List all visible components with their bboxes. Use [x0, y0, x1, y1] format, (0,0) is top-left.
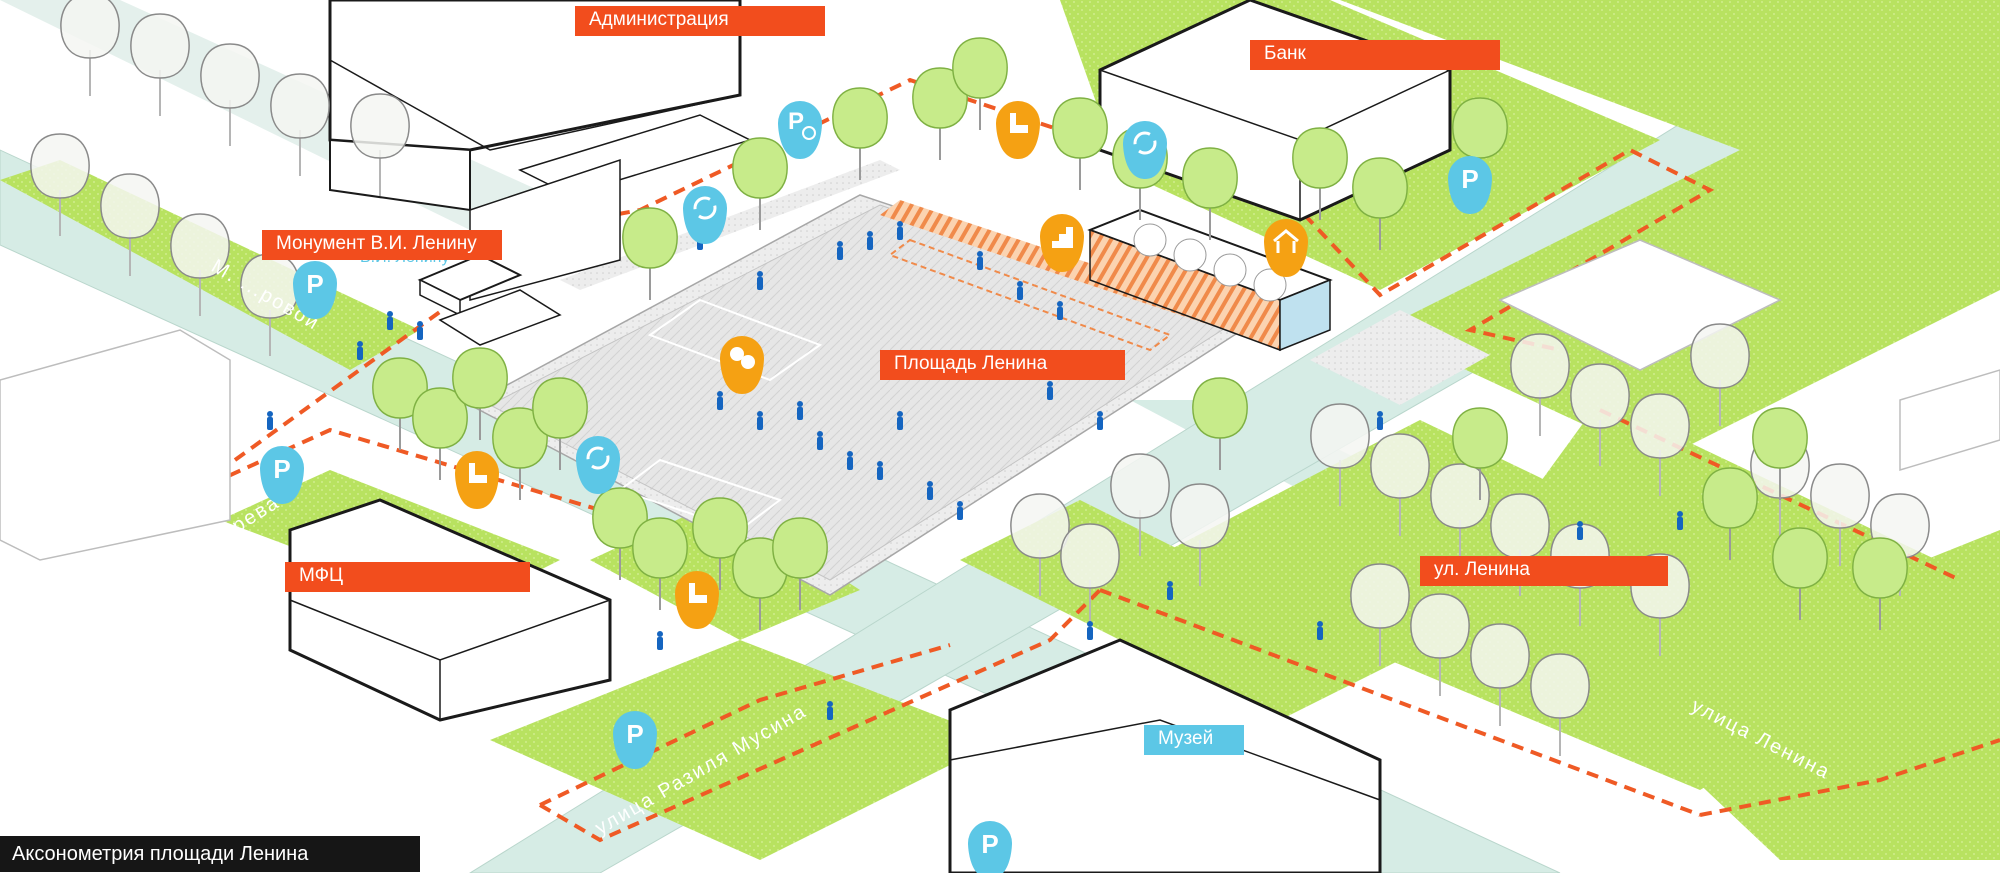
stairs-pin	[1040, 214, 1084, 272]
label-mfc: МФЦ	[285, 562, 530, 592]
monument-block	[417, 253, 562, 346]
recycle-pin	[683, 186, 727, 244]
page-title: Аксонометрия площади Ленина	[0, 836, 420, 872]
label-museum: Музей	[1144, 725, 1244, 755]
parking-pin: P	[968, 821, 1012, 878]
parking-pin: P	[613, 711, 657, 769]
seating-pin	[675, 571, 719, 629]
square-plaza	[468, 160, 1490, 596]
administration-building	[328, 0, 753, 301]
pavilion	[1087, 208, 1333, 352]
svg-text:P: P	[788, 108, 804, 135]
seating-pin	[455, 451, 499, 509]
parking-pin: P	[293, 261, 337, 319]
label-square: Площадь Ленина	[880, 350, 1125, 380]
svg-text:P: P	[1461, 164, 1478, 194]
museum-building	[948, 638, 1382, 875]
parking-pin: P	[260, 446, 304, 504]
label-bank: Банк	[1250, 40, 1500, 70]
svg-text:P: P	[306, 269, 323, 299]
seating-pin	[996, 101, 1040, 159]
mfc-building	[288, 498, 612, 722]
pins: P P P P P P	[260, 101, 1492, 878]
label-lenin-street: ул. Ленина	[1420, 556, 1668, 586]
parking-pin: P	[1448, 156, 1492, 214]
recycle-pin	[576, 436, 620, 494]
label-monument: Монумент В.И. Ленину	[262, 230, 502, 260]
svg-text:P: P	[273, 454, 290, 484]
pavilion-pin	[1264, 219, 1308, 277]
theater-pin	[720, 336, 764, 394]
svg-text:P: P	[626, 719, 643, 749]
recycle-pin	[1123, 121, 1167, 179]
label-administration: Администрация	[575, 6, 825, 36]
svg-text:P: P	[981, 829, 998, 859]
parking-time-pin: P	[778, 101, 822, 159]
